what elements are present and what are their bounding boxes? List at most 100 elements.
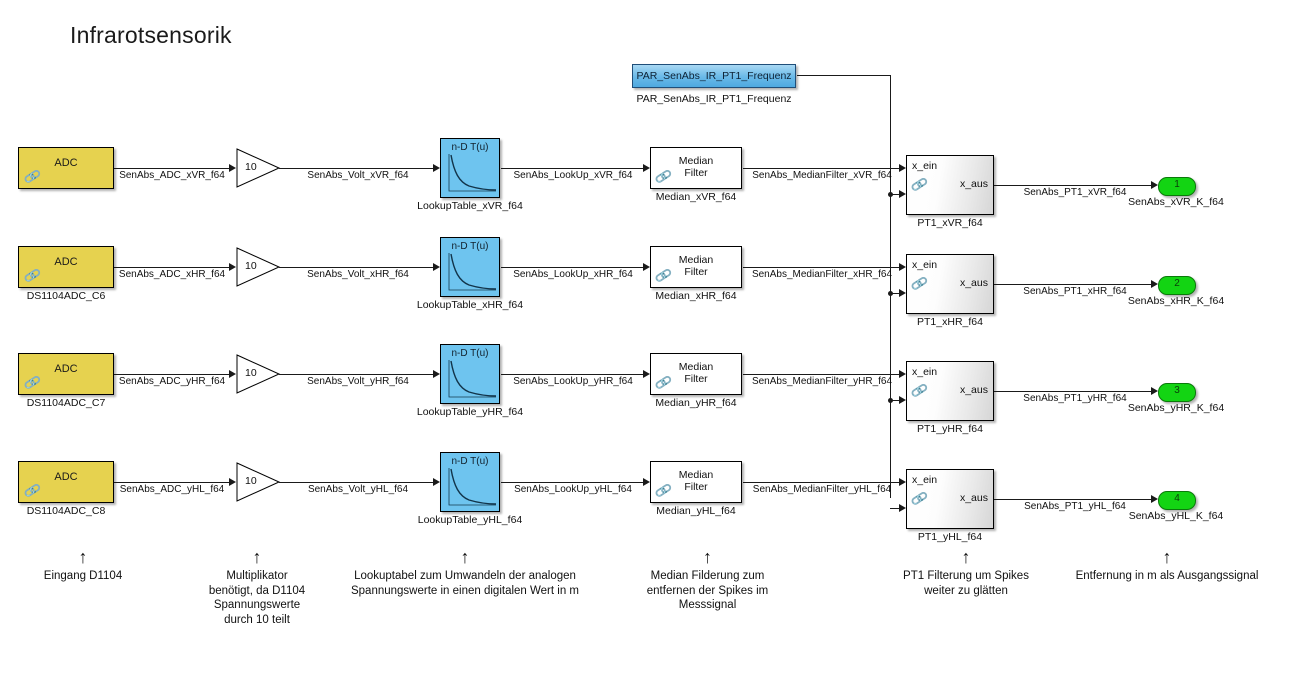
- lookup-table-caption: LookupTable_xHR_f64: [416, 299, 524, 311]
- wire-param-spine: [890, 75, 891, 498]
- wire-param-branch: [890, 400, 902, 401]
- pt1-input-label: x_ein: [912, 259, 938, 271]
- median-filter-caption: Median_xVR_f64: [655, 191, 737, 203]
- arrow-head-icon: [643, 370, 650, 378]
- output-port-number: 1: [1174, 179, 1180, 190]
- gain-value: 10: [245, 367, 257, 379]
- output-port-number: 3: [1174, 385, 1180, 396]
- arrow-head-icon: [433, 478, 440, 486]
- annotation-text: Eingang D1104: [43, 570, 123, 582]
- wire-junction: [888, 291, 893, 296]
- wire-lookup-to-median: [501, 374, 643, 375]
- pt1-subsystem-caption: PT1_yHL_f64: [917, 531, 983, 543]
- pt1-output-label: x_aus: [959, 178, 988, 190]
- arrow-head-icon: [899, 263, 906, 271]
- wire-lookup-to-median: [501, 482, 643, 483]
- output-port-block[interactable]: 3: [1158, 383, 1196, 402]
- signal-label-adc: SenAbs_ADC_yHR_f64: [118, 376, 226, 387]
- adc-block[interactable]: ADC🔗: [18, 147, 114, 189]
- signal-label-volt: SenAbs_Volt_xVR_f64: [307, 170, 409, 181]
- lookup-table-caption: LookupTable_yHR_f64: [416, 406, 524, 418]
- pt1-subsystem-block[interactable]: x_ein x_aus 🔗: [906, 254, 994, 314]
- parameter-block-caption: PAR_SenAbs_IR_PT1_Frequenz: [636, 93, 792, 105]
- wire-pt1-to-outport: [994, 185, 1151, 186]
- parameter-block-label: PAR_SenAbs_IR_PT1_Frequenz: [636, 70, 792, 82]
- adc-block-label: ADC: [54, 363, 78, 375]
- arrow-head-icon: [1151, 387, 1158, 395]
- lookup-table-block[interactable]: n-D T(u): [440, 452, 500, 512]
- adc-block-caption: DS1104ADC_C7: [26, 397, 106, 409]
- output-port-caption: SenAbs_xVR_K_f64: [1128, 196, 1224, 208]
- wire-adc-to-gain: [114, 168, 229, 169]
- lookup-table-caption: LookupTable_xVR_f64: [417, 200, 523, 212]
- adc-block[interactable]: ADC🔗: [18, 246, 114, 288]
- arrow-head-icon: [433, 164, 440, 172]
- pt1-subsystem-caption: PT1_xVR_f64: [917, 217, 983, 229]
- arrow-head-icon: [1151, 495, 1158, 503]
- wire-gain-to-lookup: [279, 374, 433, 375]
- signal-label-pt1: SenAbs_PT1_xHR_f64: [1023, 286, 1127, 297]
- link-glyph-icon: 🔗: [909, 490, 929, 509]
- signal-label-median: SenAbs_MedianFilter_yHR_f64: [751, 376, 893, 387]
- lookup-table-label: n-D T(u): [451, 348, 489, 359]
- wire-pt1-to-outport: [994, 499, 1151, 500]
- annotation-text: Entfernung in m als Ausgangssignal: [1075, 570, 1259, 582]
- arrow-head-icon: [899, 504, 906, 512]
- link-glyph-icon: 🔗: [909, 275, 929, 294]
- arrow-head-icon: [229, 164, 236, 172]
- up-arrow-icon: ↑: [1162, 547, 1172, 567]
- wire-adc-to-gain: [114, 482, 229, 483]
- lookup-table-caption: LookupTable_yHL_f64: [417, 514, 523, 526]
- adc-block-caption: DS1104ADC_C6: [26, 290, 106, 302]
- link-glyph-icon: 🔗: [653, 374, 673, 393]
- wire-gain-to-lookup: [279, 482, 433, 483]
- link-glyph-icon: 🔗: [909, 382, 929, 401]
- pt1-output-label: x_aus: [959, 277, 988, 289]
- parameter-block-pt1-frequenz[interactable]: PAR_SenAbs_IR_PT1_Frequenz: [632, 64, 796, 88]
- annotation: ↑ Entfernung in m als Ausgangssignal: [1052, 547, 1282, 584]
- gain-block[interactable]: 10: [236, 462, 281, 502]
- signal-label-median: SenAbs_MedianFilter_xHR_f64: [751, 269, 893, 280]
- signal-label-pt1: SenAbs_PT1_xVR_f64: [1023, 187, 1127, 198]
- output-port-block[interactable]: 4: [1158, 491, 1196, 510]
- link-glyph-icon: 🔗: [653, 482, 673, 501]
- link-glyph-icon: 🔗: [22, 482, 42, 501]
- up-arrow-icon: ↑: [252, 547, 262, 567]
- gain-value: 10: [245, 260, 257, 272]
- up-arrow-icon: ↑: [703, 547, 712, 567]
- up-arrow-icon: ↑: [961, 547, 971, 567]
- output-port-block[interactable]: 2: [1158, 276, 1196, 295]
- lookup-table-block[interactable]: n-D T(u): [440, 237, 500, 297]
- lookup-table-block[interactable]: n-D T(u): [440, 344, 500, 404]
- output-port-caption: SenAbs_yHR_K_f64: [1127, 402, 1225, 414]
- wire-gain-to-lookup: [279, 267, 433, 268]
- signal-label-pt1: SenAbs_PT1_yHL_f64: [1024, 501, 1126, 512]
- gain-value: 10: [245, 161, 257, 173]
- adc-block[interactable]: ADC🔗: [18, 353, 114, 395]
- signal-label-volt: SenAbs_Volt_yHL_f64: [307, 484, 409, 495]
- arrow-head-icon: [899, 190, 906, 198]
- gain-block[interactable]: 10: [236, 247, 281, 287]
- adc-block[interactable]: ADC🔗: [18, 461, 114, 503]
- lookup-table-block[interactable]: n-D T(u): [440, 138, 500, 198]
- signal-label-lookup: SenAbs_LookUp_xVR_f64: [513, 170, 633, 181]
- gain-block[interactable]: 10: [236, 354, 281, 394]
- up-arrow-icon: ↑: [78, 547, 88, 567]
- output-port-block[interactable]: 1: [1158, 177, 1196, 196]
- arrow-head-icon: [229, 478, 236, 486]
- gain-block[interactable]: 10: [236, 148, 281, 188]
- page-title: Infrarotsensorik: [70, 22, 232, 48]
- arrow-head-icon: [1151, 181, 1158, 189]
